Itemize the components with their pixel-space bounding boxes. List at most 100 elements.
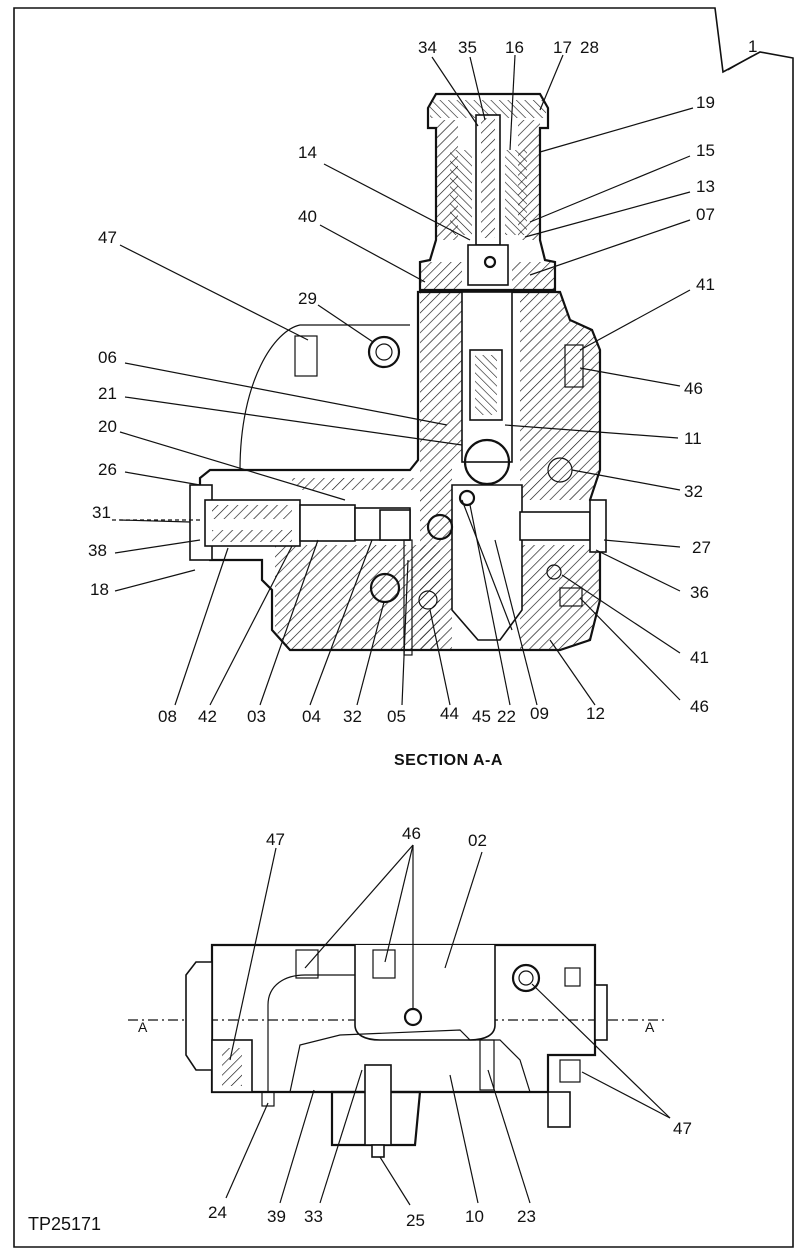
callout-07: 07: [696, 205, 715, 224]
callout-31: 31: [92, 503, 111, 522]
body-elbow: [267, 974, 355, 1092]
pin-22: [458, 489, 476, 507]
callout-08: 08: [158, 707, 177, 726]
callout-02: 02: [468, 831, 487, 850]
port-44: [418, 590, 438, 610]
ball-05: [426, 513, 454, 541]
callout-13: 13: [696, 177, 715, 196]
callout-44: 44: [440, 704, 459, 723]
port-23: [479, 1039, 495, 1091]
section-caption: SECTION A-A: [394, 752, 503, 769]
callout-38: 38: [88, 541, 107, 560]
callout-33: 33: [304, 1207, 323, 1226]
callout-21: 21: [98, 384, 117, 403]
port-46-mid: [372, 949, 396, 979]
stem-nut: [467, 244, 509, 286]
callout-46-bottom: 46: [402, 824, 421, 843]
callout-35: 35: [458, 38, 477, 57]
callout-47-right: 47: [673, 1119, 692, 1138]
callout-39: 39: [267, 1207, 286, 1226]
sheet-border: [13, 7, 794, 1248]
hex-nut-right: [594, 984, 608, 1041]
callout-25: 25: [406, 1211, 425, 1230]
callout-26: 26: [98, 460, 117, 479]
spring: [450, 150, 527, 235]
body-side-outline: [239, 324, 410, 471]
callout-14: 14: [298, 143, 317, 162]
callout-20: 20: [98, 417, 117, 436]
plug-46-lower: [559, 587, 583, 607]
callout-40: 40: [298, 207, 317, 226]
callout-45: 45: [472, 707, 491, 726]
callout-09: 09: [530, 704, 549, 723]
plug-46-upper: [564, 344, 584, 388]
plug-47-lower: [559, 1059, 581, 1083]
callout-11: 11: [684, 429, 702, 448]
stem-pin: [483, 255, 497, 269]
callout-47: 47: [98, 228, 117, 247]
callout-46-lower: 46: [690, 697, 709, 716]
sheet-callout-leader: [727, 55, 753, 71]
callout-15: 15: [696, 141, 715, 160]
callout-32-lower: 32: [343, 707, 362, 726]
plug-29: [367, 335, 401, 369]
callout-10: 10: [465, 1207, 484, 1226]
stem-core: [481, 118, 495, 238]
valve-33: [364, 1064, 392, 1146]
passage-05: [403, 539, 413, 656]
section-callouts: 34 35 16 17 28 19 15 13 07 14 40 47 29 4…: [88, 38, 715, 769]
plug-47-right: [511, 963, 541, 993]
exterior-view: A A: [128, 943, 665, 1158]
callout-41-lower: 41: [690, 648, 709, 667]
fitting-right: [547, 1091, 571, 1128]
body-center-boss: [354, 945, 496, 1041]
callout-03: 03: [247, 707, 266, 726]
callout-27: 27: [692, 538, 711, 557]
callout-32-right: 32: [684, 482, 703, 501]
callout-29: 29: [298, 289, 317, 308]
valve-25-tip: [371, 1144, 385, 1158]
cap-top: [430, 100, 546, 118]
plug-27: [519, 511, 591, 541]
port-24: [261, 1091, 275, 1107]
port-46-left: [295, 949, 319, 979]
callout-18: 18: [90, 580, 109, 599]
callout-42: 42: [198, 707, 217, 726]
poppet-09: [451, 484, 523, 641]
drawing-code: TP25171: [28, 1214, 101, 1234]
callout-36: 36: [690, 583, 709, 602]
body-hatch-lower: [275, 545, 440, 650]
callout-28: 28: [580, 38, 599, 57]
body-hatch-right: [512, 292, 600, 500]
sheet-callout: 1: [748, 37, 757, 56]
section-marker-left: A: [138, 1019, 148, 1035]
section-view: [110, 92, 607, 656]
callout-47-bottom: 47: [266, 830, 285, 849]
port-41-lower: [546, 564, 562, 580]
base-hatch: [289, 1029, 531, 1093]
callout-12: 12: [586, 704, 605, 723]
callout-23: 23: [517, 1207, 536, 1226]
callout-04: 04: [302, 707, 321, 726]
callout-22: 22: [497, 707, 516, 726]
body-hatch-upper: [290, 292, 462, 650]
callout-05: 05: [387, 707, 406, 726]
callout-41: 41: [696, 275, 715, 294]
callout-24: 24: [208, 1203, 227, 1222]
exterior-callouts: 47 46 02 47 24 39 33 25 10 23: [208, 824, 692, 1230]
spool-03: [299, 504, 356, 542]
port-32-lower: [369, 572, 401, 604]
callout-17: 17: [553, 38, 572, 57]
callout-46: 46: [684, 379, 703, 398]
cap-base-left: [420, 262, 462, 290]
section-marker-right: A: [645, 1019, 655, 1035]
check-ball: [463, 438, 511, 486]
cap-base-right: [512, 262, 555, 290]
hex-nut-left: [185, 961, 213, 1071]
callout-19: 19: [696, 93, 715, 112]
callout-06: 06: [98, 348, 117, 367]
port-plug-47: [294, 335, 318, 377]
callout-34: 34: [418, 38, 437, 57]
